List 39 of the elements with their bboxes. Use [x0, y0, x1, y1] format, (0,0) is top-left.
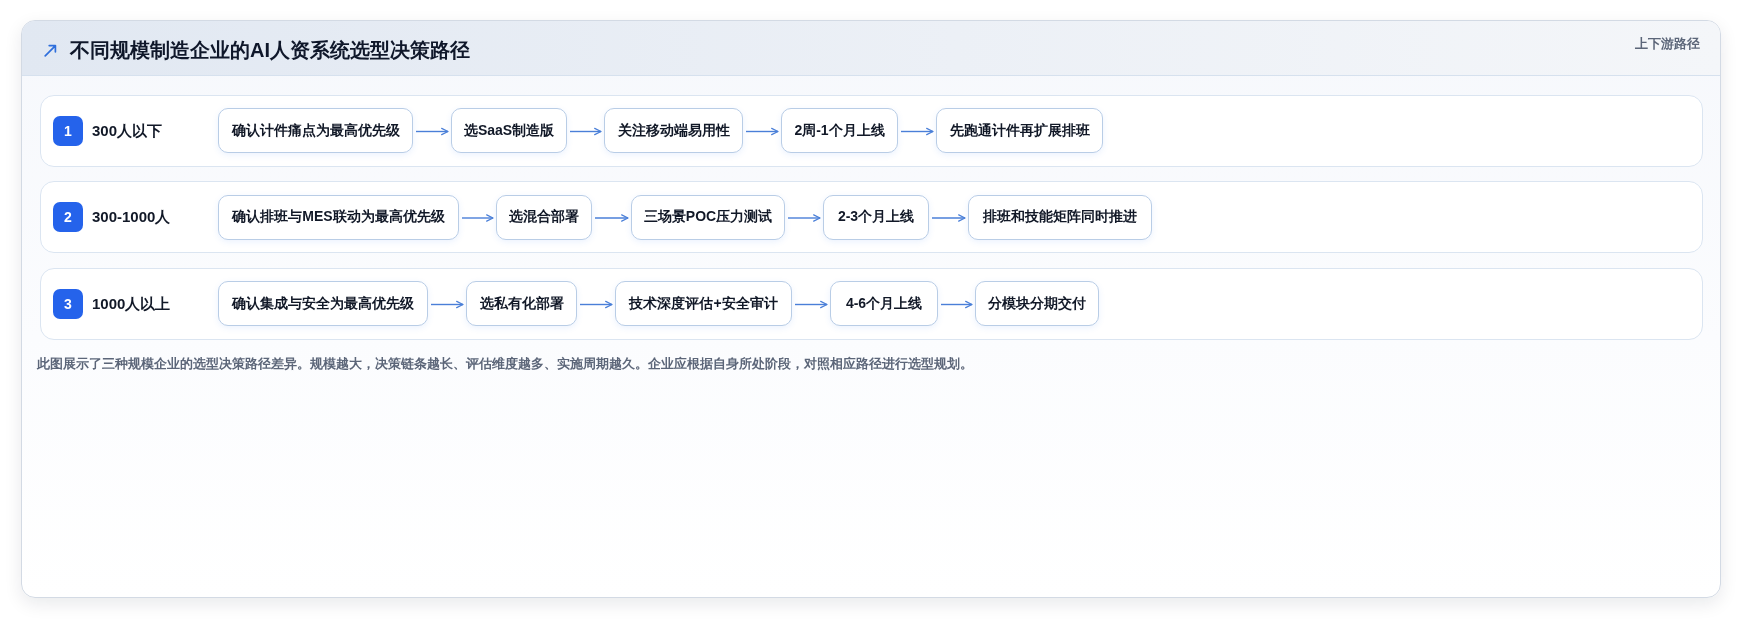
- step-box: 确认排班与MES联动为最高优先级: [218, 194, 459, 240]
- step-box: 分模块分期交付: [975, 281, 1099, 326]
- caption-text: 此图展示了三种规模企业的选型决策路径差异。规模越大，决策链条越长、评估维度越多、实施周期越久。企业应根据自身所处阶段，对照相应路径进行选型规划。: [37, 355, 973, 373]
- arrow: [594, 214, 629, 222]
- step-box: 选SaaS制造版: [451, 108, 567, 153]
- number-badge: 3: [53, 288, 83, 319]
- row-label: 300人以下: [92, 120, 163, 141]
- row-band: [40, 94, 1703, 167]
- step-box: 选私有化部署: [466, 281, 577, 326]
- title: 不同规模制造企业的AI人资系统选型决策路径: [70, 38, 470, 63]
- number-badge: 2: [53, 202, 83, 232]
- step-box: 确认集成与安全为最高优先级: [218, 281, 428, 326]
- arrow: [794, 300, 828, 309]
- step-box: 排班和技能矩阵同时推进: [968, 194, 1152, 240]
- arrow: [940, 300, 973, 309]
- step-box: 选混合部署: [496, 194, 592, 240]
- step-box: 关注移动端易用性: [604, 108, 743, 153]
- arrow: [579, 300, 613, 309]
- arrow: [430, 300, 464, 309]
- header-label: 上下游路径: [1635, 35, 1700, 53]
- step-box: 先跑通计件再扩展排班: [936, 108, 1103, 153]
- row-band: [40, 181, 1703, 253]
- arrow: [461, 214, 494, 222]
- step-box: 确认计件痛点为最高优先级: [218, 108, 413, 153]
- arrow: [415, 127, 449, 136]
- arrow: [745, 127, 779, 136]
- arrow: [787, 214, 821, 222]
- row-label: 300-1000人: [92, 207, 171, 227]
- row-label: 1000人以上: [92, 293, 171, 314]
- step-box: 4-6个月上线: [830, 281, 938, 326]
- step-box: 2周-1个月上线: [781, 108, 898, 153]
- step-box: 2-3个月上线: [823, 194, 929, 240]
- number-badge: 1: [53, 115, 83, 146]
- arrow: [931, 214, 966, 222]
- arrow: [569, 127, 602, 136]
- arrow: [900, 127, 934, 136]
- step-box: 三场景POC压力测试: [631, 194, 785, 240]
- step-box: 技术深度评估+安全审计: [615, 281, 792, 326]
- row-band: [40, 267, 1703, 340]
